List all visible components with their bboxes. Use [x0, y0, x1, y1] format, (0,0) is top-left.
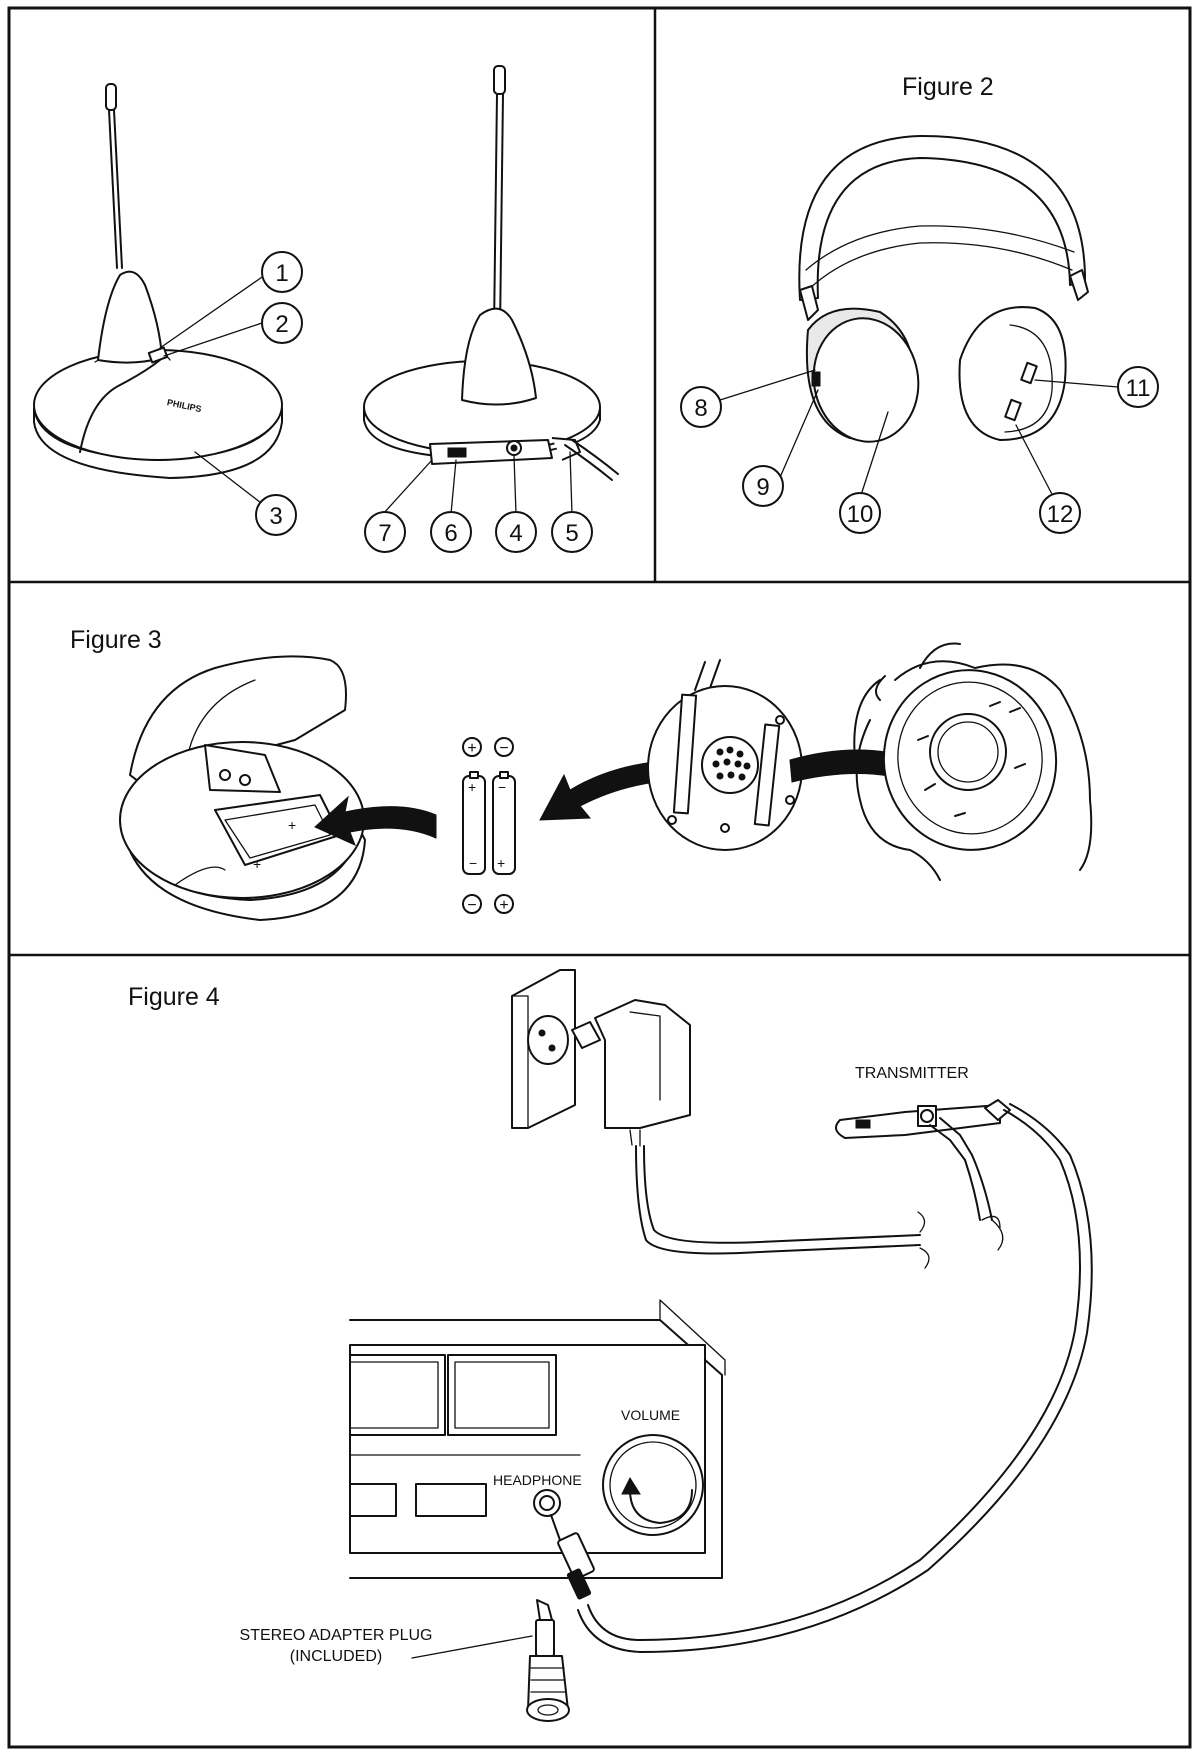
svg-text:5: 5 [565, 520, 578, 547]
figure2-title: Figure 2 [902, 73, 994, 101]
svg-text:−: − [469, 855, 477, 871]
svg-text:10: 10 [847, 501, 874, 528]
figure4-power-adapter [571, 999, 930, 1269]
plus-mark: + [288, 817, 296, 833]
svg-text:4: 4 [509, 520, 522, 547]
svg-text:3: 3 [269, 503, 282, 530]
callout-1: 1 [261, 251, 303, 293]
callout-11: 11 [1117, 366, 1159, 408]
callout-2: 2 [261, 302, 303, 344]
svg-text:−: − [467, 897, 476, 914]
figure2-callouts: 8 9 10 11 12 [680, 366, 1159, 534]
headphone-label: HEADPHONE [493, 1472, 582, 1488]
figure3-transmitter-open: + + [119, 655, 437, 921]
figure4-title: Figure 4 [128, 983, 220, 1011]
figure4-stereo-adapter-plug: STEREO ADAPTER PLUG (INCLUDED) [240, 1599, 570, 1722]
plus-mark: + [253, 856, 261, 872]
callout-7: 7 [364, 511, 406, 553]
volume-knob-icon [602, 1434, 704, 1536]
svg-text:7: 7 [378, 520, 391, 547]
transmitter-label: TRANSMITTER [855, 1065, 969, 1082]
insert-arrow-icon [314, 795, 437, 846]
figure4-transmitter: TRANSMITTER [577, 1065, 1093, 1653]
svg-text:9: 9 [756, 474, 769, 501]
figure3-earcup-back [539, 659, 951, 851]
volume-button-icon [1020, 361, 1038, 385]
figure2-headphones [798, 134, 1089, 443]
figure1-transmitter-rear [363, 65, 619, 481]
channel-switch-icon [447, 447, 467, 458]
callout-12: 12 [1039, 492, 1081, 534]
svg-text:+: + [467, 740, 476, 757]
figure4-wall-socket [511, 969, 576, 1129]
adapter-label-line2: (INCLUDED) [290, 1648, 382, 1665]
figure3-title: Figure 3 [70, 626, 162, 654]
tuning-button-icon [1004, 398, 1022, 422]
svg-text:2: 2 [275, 311, 288, 338]
callout-10: 10 [839, 492, 881, 534]
callout-4: 4 [495, 511, 537, 553]
svg-text:−: − [499, 740, 508, 757]
callout-9: 9 [742, 465, 784, 507]
svg-text:11: 11 [1126, 375, 1151, 402]
speaker-grille-icon [712, 746, 751, 781]
callout-3: 3 [255, 494, 297, 536]
figure1-callouts: 1 2 3 4 5 6 7 [159, 251, 593, 553]
callout-8: 8 [680, 386, 722, 428]
figure4-stereo-receiver: HEADPHONE VOLUME [349, 1299, 726, 1600]
callout-5: 5 [551, 511, 593, 553]
svg-text:+: + [497, 855, 505, 871]
callout-6: 6 [430, 511, 472, 553]
svg-text:−: − [498, 779, 506, 795]
volume-label: VOLUME [621, 1407, 680, 1423]
svg-text:6: 6 [444, 520, 457, 547]
svg-text:+: + [468, 779, 476, 795]
adapter-label-line1: STEREO ADAPTER PLUG [240, 1627, 433, 1644]
panel-frames [7, 6, 1192, 1749]
svg-text:1: 1 [275, 260, 288, 287]
figure3-hand-with-cover [853, 642, 1093, 881]
svg-text:+: + [499, 897, 508, 914]
svg-text:12: 12 [1047, 501, 1074, 528]
figure1-transmitter-front: PHILIPS [33, 83, 283, 479]
figure3-batteries: + − + − − + − + [462, 737, 516, 914]
svg-text:8: 8 [694, 395, 707, 422]
